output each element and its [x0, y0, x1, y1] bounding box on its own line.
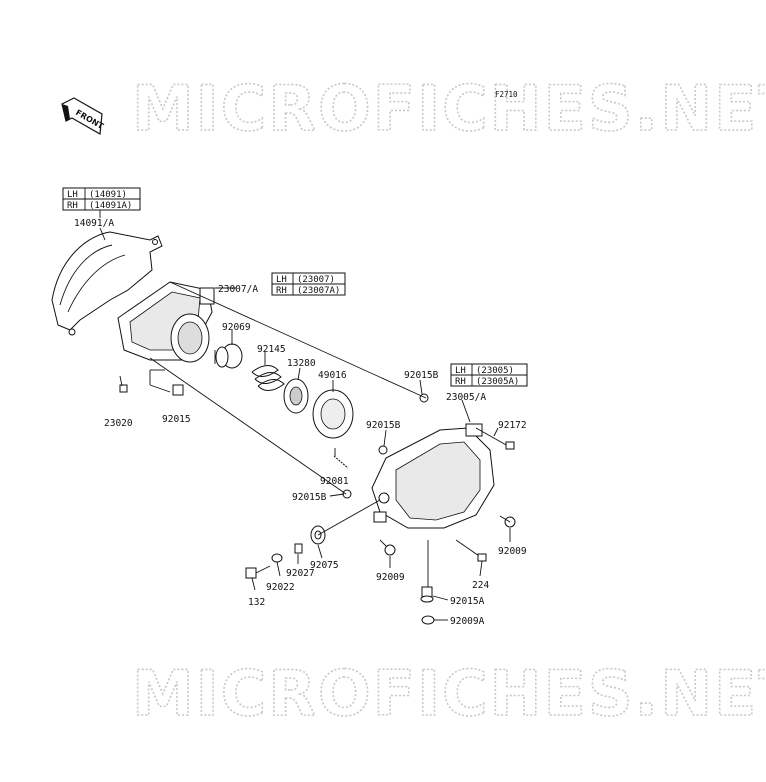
spring-92081-part [333, 455, 349, 469]
label-92015B-3: 92015B [292, 492, 327, 503]
screw-92009-left-part [379, 539, 396, 556]
collar-92027-part [294, 543, 303, 554]
variant-box-14091: LH (14091) RH (14091A) [62, 187, 141, 211]
watermark-top: MICROFICHES.NET [132, 72, 766, 145]
label-92027: 92027 [286, 568, 315, 579]
reflector-23007-part [117, 281, 215, 393]
svg-text:(23007): (23007) [297, 275, 335, 285]
label-92009-left: 92009 [376, 572, 405, 583]
label-92015: 92015 [162, 414, 191, 425]
svg-text:LH: LH [455, 366, 466, 376]
screw-92009-right-part [499, 515, 516, 528]
label-13280: 13280 [287, 358, 316, 369]
bush-92015B-1-part [419, 393, 429, 403]
label-92145: 92145 [257, 344, 286, 355]
lens-49016-part [312, 389, 354, 439]
svg-text:RH: RH [67, 201, 78, 211]
leader-lines [99, 210, 511, 621]
bush-92015B-3-part [342, 489, 352, 499]
damper-92015A-part [420, 586, 434, 603]
svg-text:LH: LH [67, 190, 78, 200]
washer-92022-part [271, 553, 283, 563]
label-23005A: 23005/A [446, 392, 486, 403]
nut-92015-part [172, 384, 184, 396]
case-23005-part [371, 423, 495, 529]
label-92015B-1: 92015B [404, 370, 439, 381]
label-224: 224 [472, 580, 489, 591]
label-132: 132 [248, 597, 265, 608]
svg-text:LH: LH [276, 275, 287, 285]
front-arrow-icon: FRONT [61, 97, 105, 135]
svg-text:(14091): (14091) [89, 190, 127, 200]
variant-box-23005: LH (23005) RH (23005A) [450, 363, 528, 387]
svg-text:(23005A): (23005A) [476, 377, 519, 387]
svg-text:RH: RH [455, 377, 466, 387]
label-92009A: 92009A [450, 616, 485, 627]
bolt-132-part [245, 565, 271, 579]
watermark-bottom: MICROFICHES.NET [132, 657, 766, 730]
label-92081: 92081 [320, 476, 349, 487]
label-23020: 23020 [104, 418, 133, 429]
label-14091A: 14091/A [74, 218, 114, 229]
spring-92145-part [251, 365, 285, 391]
cover-14091-part [51, 231, 163, 336]
label-23007A: 23007/A [218, 284, 258, 295]
label-49016: 49016 [318, 370, 347, 381]
label-92015A: 92015A [450, 596, 485, 607]
label-92172: 92172 [498, 420, 527, 431]
label-92009-right: 92009 [498, 546, 527, 557]
svg-text:RH: RH [276, 286, 287, 296]
screw-92172-part [475, 427, 515, 450]
svg-text:(23005): (23005) [476, 366, 514, 376]
variant-box-23007: LH (23007) RH (23007A) [271, 272, 346, 296]
svg-text:(14091A): (14091A) [89, 201, 132, 211]
socket-13280-part [283, 378, 309, 414]
bulb-92069-part [214, 343, 243, 369]
label-92022: 92022 [266, 582, 295, 593]
label-92069: 92069 [222, 322, 251, 333]
bush-92015B-2-part [378, 445, 388, 455]
svg-text:(23007A): (23007A) [297, 286, 340, 296]
diagram-code: F2710 [495, 90, 518, 99]
label-92015B-2: 92015B [366, 420, 401, 431]
screw-92009A-part [421, 615, 435, 625]
screw-224-part [455, 539, 487, 562]
label-92075: 92075 [310, 560, 339, 571]
